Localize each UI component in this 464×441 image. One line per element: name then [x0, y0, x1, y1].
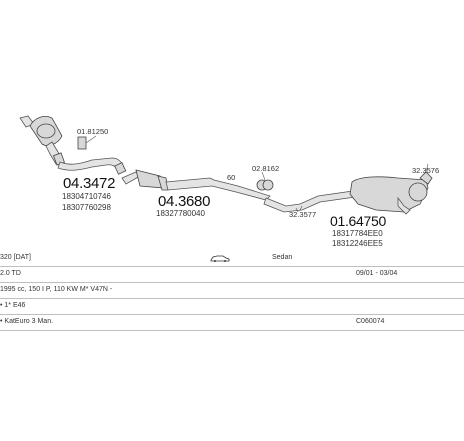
engine-spec: 1995 cc, 150 I P, 110 KW M* V47N - [0, 286, 113, 293]
model-code: 320 [DAT] [0, 254, 31, 261]
clamp-part [256, 171, 274, 191]
rear-pipe [263, 189, 363, 213]
part-label-c: 32.3576 [412, 166, 439, 175]
catalog-code: C060074 [356, 318, 385, 325]
part-number-3: 01.64750 [330, 213, 387, 229]
info-row-4: • 1* E46 [0, 298, 464, 315]
catalytic-converter [19, 115, 127, 175]
info-row-5: • KatEuro 3 Man. C060074 [0, 314, 464, 331]
info-row-1: 320 [DAT] Sedan [0, 250, 464, 267]
part-ref-1b: 18307760298 [62, 203, 111, 212]
part-label-a: 01.81250 [77, 127, 108, 136]
engine-label: 2.0 TD [0, 270, 21, 277]
part-number-1: 04.3472 [63, 175, 115, 192]
production-years: 09/01 - 03/04 [356, 270, 398, 277]
car-sedan-icon [210, 255, 230, 262]
part-ref-3a: 18317784EE0 [332, 229, 383, 238]
part-label-b: 02.8162 [252, 164, 279, 173]
part-number-2: 04.3680 [158, 193, 210, 210]
leader-line [299, 205, 303, 211]
middle-silencer [121, 169, 271, 201]
pipe-diameter-label: 60 [227, 173, 235, 182]
body-type: Sedan [272, 254, 293, 261]
part-ref-2a: 18327780040 [156, 209, 205, 218]
info-row-2: 2.0 TD 09/01 - 03/04 [0, 266, 464, 283]
rear-silencer [349, 176, 429, 215]
chassis-code: • 1* E46 [0, 302, 26, 309]
part-label-d: 32.3577 [289, 210, 316, 219]
gasket-part [77, 135, 97, 150]
hanger-part [419, 163, 433, 185]
part-ref-3b: 18312246EE5 [332, 239, 383, 248]
emission-class: • KatEuro 3 Man. [0, 318, 54, 325]
info-row-3: 1995 cc, 150 I P, 110 KW M* V47N - [0, 282, 464, 299]
exhaust-diagram: 01.81250 04.3472 18304710746 18307760298… [19, 115, 439, 248]
part-ref-1a: 18304710746 [62, 192, 111, 201]
